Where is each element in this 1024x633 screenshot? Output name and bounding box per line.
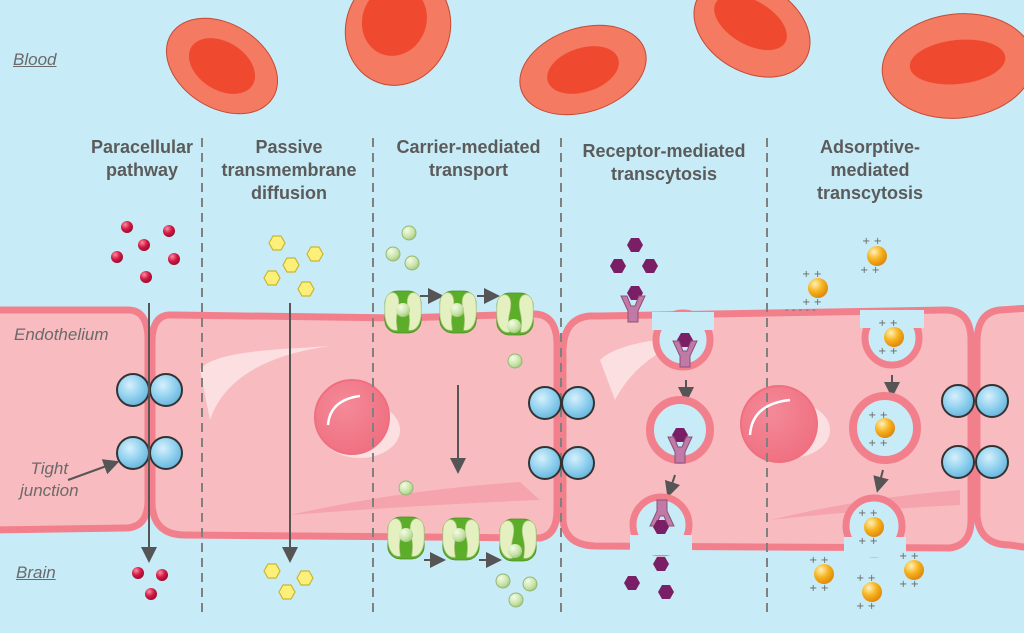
tight-junction-protein — [561, 386, 595, 420]
blood-label: Blood — [13, 50, 57, 69]
svg-text:+ +: + + — [899, 579, 919, 590]
svg-text:+ +: + + — [878, 346, 898, 357]
transport-arrows — [67, 288, 900, 568]
tight-junction-label: Tight junction — [20, 459, 79, 500]
tight-junction-protein — [561, 446, 595, 480]
red-blood-cell — [519, 24, 647, 116]
svg-text:+ +: + + — [802, 297, 822, 308]
tight-junction-protein — [941, 384, 975, 418]
section-dividers — [201, 138, 768, 615]
pathway-title-paracellular: Paracellular pathway — [90, 137, 194, 180]
paracellular-molecules — [111, 221, 180, 600]
receptor-arrow — [664, 474, 681, 498]
svg-text:+ +: + + — [858, 536, 878, 547]
svg-text:+ +: + + — [809, 583, 829, 594]
cell-nucleus — [314, 379, 400, 458]
tight-junction-protein — [116, 436, 150, 470]
pathway-title-adsorptive: Adsorptive- mediated transcytosis — [816, 137, 924, 203]
svg-text:+ +: + + — [862, 236, 882, 247]
tight-junction-protein — [116, 373, 150, 407]
adsorptive-arrow — [873, 469, 889, 493]
svg-text:- - - - -: - - - - - — [785, 305, 816, 316]
svg-text:+ +: + + — [856, 601, 876, 612]
svg-text:+ +: + + — [868, 438, 888, 449]
tight-junction-protein — [149, 436, 183, 470]
red-blood-cells — [165, 0, 1024, 119]
red-blood-cell — [165, 17, 279, 115]
red-blood-cell — [693, 0, 811, 78]
svg-text:+ +: + + — [858, 508, 878, 519]
svg-text:+ +: + + — [809, 555, 829, 566]
brain-label: Brain — [16, 563, 56, 582]
pathway-title-receptor: Receptor-mediated transcytosis — [582, 141, 746, 184]
receptor-transcytosis — [610, 238, 714, 599]
svg-text:+ +: + + — [860, 265, 880, 276]
svg-text:+ +: + + — [899, 551, 919, 562]
adsorptive-transcytosis: - - - - - + + + + + + + + + + + + + + + + + … — [785, 236, 924, 612]
carrier-transport — [384, 225, 538, 608]
tight-junction-protein — [975, 445, 1009, 479]
tight-junction-protein — [975, 384, 1009, 418]
svg-text:+ +: + + — [802, 269, 822, 280]
tight-junction-protein — [528, 446, 562, 480]
svg-text:+ +: + + — [868, 410, 888, 421]
tight-junction-pointer — [67, 459, 120, 481]
tight-junction-protein — [528, 386, 562, 420]
red-blood-cell — [344, 0, 452, 86]
cell-nucleus — [740, 385, 830, 463]
tight-junctions — [116, 373, 1009, 480]
tight-junction-protein — [149, 373, 183, 407]
pathway-title-passive: Passive transmembrane diffusion — [221, 137, 357, 203]
pathway-title-carrier: Carrier-mediated transport — [396, 137, 541, 180]
red-blood-cell — [881, 13, 1024, 119]
svg-text:+ +: + + — [878, 318, 898, 329]
endothelial-cell — [973, 304, 1024, 551]
tight-junction-protein — [941, 445, 975, 479]
endothelium-label: Endothelium — [14, 325, 109, 344]
svg-text:+ +: + + — [856, 573, 876, 584]
